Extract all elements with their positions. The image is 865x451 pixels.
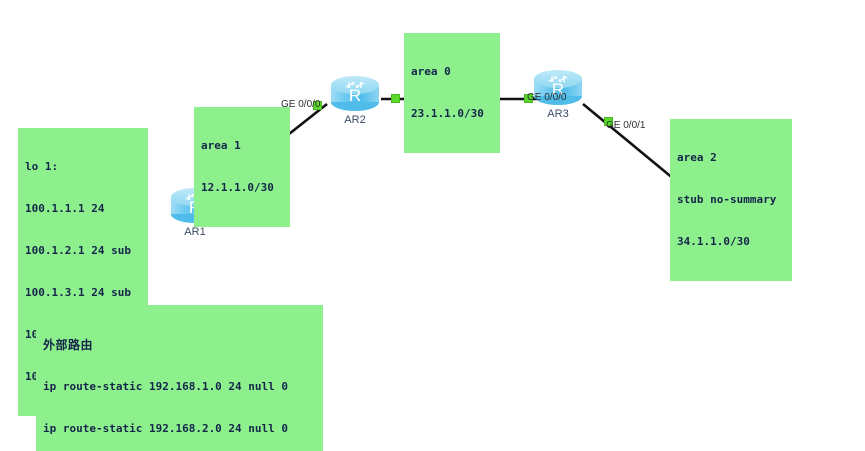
area1-note: area 1 12.1.1.0/30 xyxy=(194,107,290,227)
area0-note-line: area 0 xyxy=(411,65,451,78)
svg-text:R: R xyxy=(552,80,564,99)
external-routes-line: ip route-static 192.168.1.0 24 null 0 xyxy=(43,380,289,393)
area0-note-line: 23.1.1.0/30 xyxy=(411,107,484,120)
router-label-ar2: AR2 xyxy=(344,114,366,126)
iface-label-ar3-ge001: GE 0/0/1 xyxy=(606,120,646,131)
area2-note-line: 34.1.1.0/30 xyxy=(677,235,750,248)
area2-note-line: stub no-summary xyxy=(677,193,777,206)
iface-label-ar2-ge000: GE 0/0/0 xyxy=(281,99,321,110)
external-routes-heading: 外部路由 xyxy=(43,338,94,352)
svg-text:R: R xyxy=(349,86,361,105)
router-ar2[interactable]: R AR2 xyxy=(328,70,382,128)
external-routes-line: ip route-static 192.168.2.0 24 null 0 xyxy=(43,422,289,435)
area2-note: area 2 stub no-summary 34.1.1.0/30 xyxy=(670,119,792,281)
lo1-note-line: 100.1.1.1 24 xyxy=(25,202,105,215)
iface-label-ar3-ge000: GE 0/0/0 xyxy=(527,92,567,103)
router-icon: R xyxy=(534,70,582,105)
area1-note-line: area 1 xyxy=(201,139,241,152)
connector-ar2-ge000 xyxy=(313,101,322,110)
lo1-note-line: 100.1.3.1 24 sub xyxy=(25,286,131,299)
area0-note: area 0 23.1.1.0/30 xyxy=(404,33,500,153)
connector-ar3-ge001 xyxy=(604,117,613,126)
router-label-ar3: AR3 xyxy=(547,108,569,120)
router-icon: R xyxy=(331,76,379,111)
area2-note-line: area 2 xyxy=(677,151,717,164)
area1-note-line: 12.1.1.0/30 xyxy=(201,181,274,194)
router-ar3[interactable]: R AR3 xyxy=(531,64,585,122)
external-routes-note: 外部路由 ip route-static 192.168.1.0 24 null… xyxy=(36,305,323,451)
lo1-note-line: lo 1: xyxy=(25,160,59,173)
router-label-ar1: AR1 xyxy=(184,226,206,238)
connector-ar2-ge001 xyxy=(391,94,400,103)
lo1-note-line: 100.1.2.1 24 sub xyxy=(25,244,131,257)
connector-ar3-ge000 xyxy=(524,94,533,103)
